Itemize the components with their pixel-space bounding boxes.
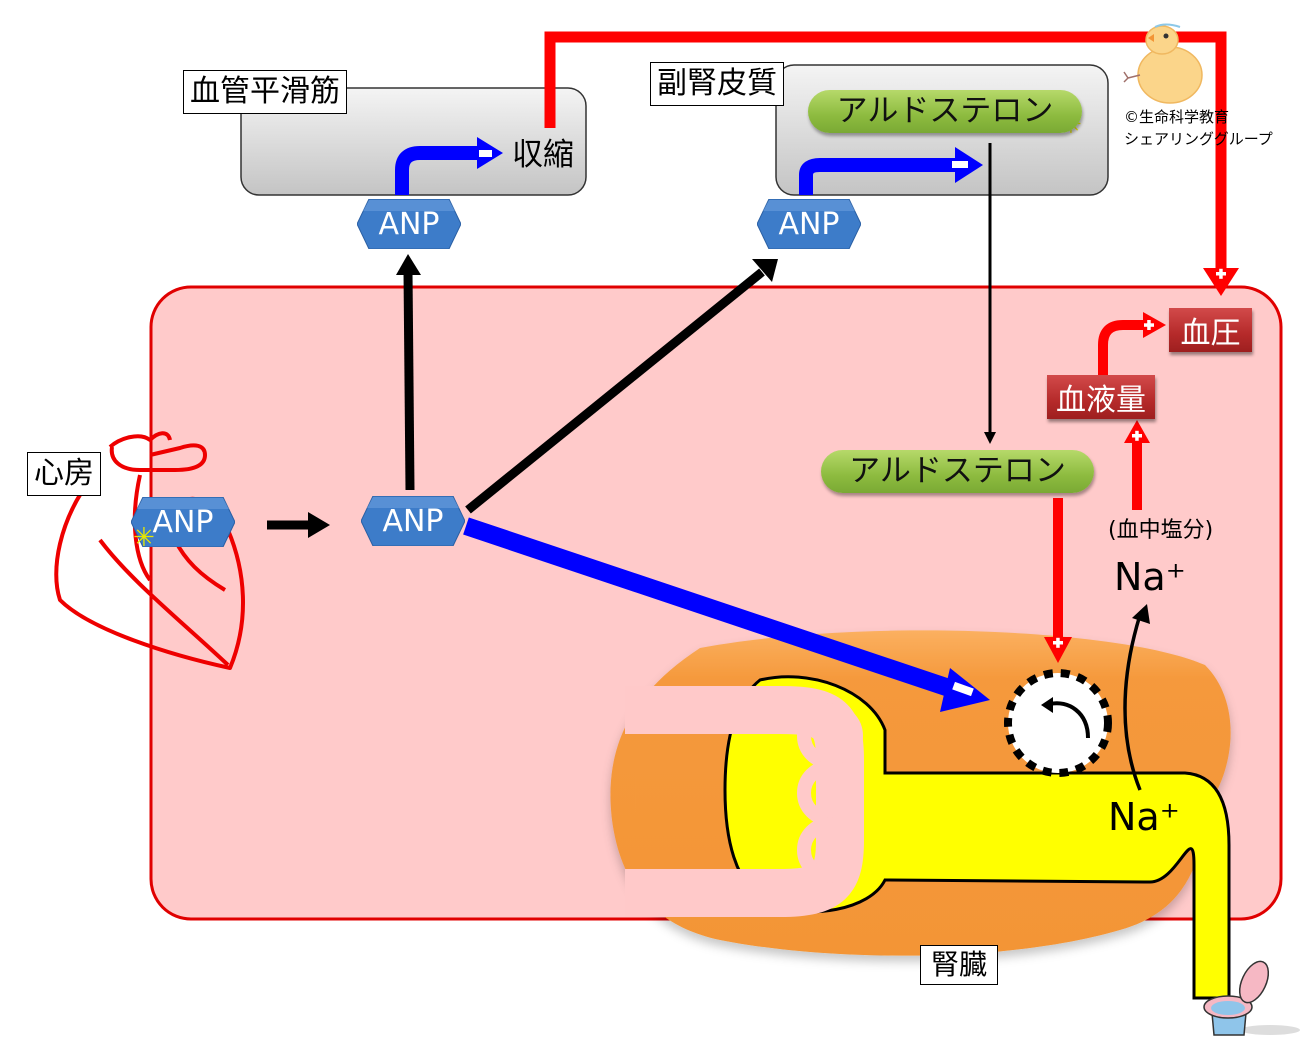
aldosterone-adrenal-node: アルドステロン	[808, 90, 1082, 133]
volume-to-pressure-arrowhead	[1143, 312, 1166, 338]
toilet-icon	[1203, 960, 1300, 1036]
sodium-channel	[1004, 669, 1112, 777]
pressure-arrowhead	[1203, 268, 1239, 296]
glomerulus-loop-3	[797, 817, 863, 883]
anp-inhibit-aldosterone-line	[799, 158, 960, 195]
kidney-label: 腎臓	[920, 945, 999, 985]
anp-inhibit-kidney-line	[463, 517, 961, 700]
anp-to-adrenal-arrow-line	[465, 268, 765, 514]
secretion-star-icon: ✳	[133, 523, 155, 553]
anp-inhibit-contraction-line	[395, 146, 478, 195]
contraction-to-pressure-line	[544, 31, 1227, 272]
aldosterone-promote-arrowhead	[1044, 637, 1072, 663]
contraction-text: 収縮	[512, 137, 574, 173]
copyright-line1: ©生命科学教育	[1124, 108, 1230, 126]
anp-vascular-node: ANP	[357, 199, 461, 249]
aldosterone-secretion-arrowhead	[984, 432, 996, 444]
anp-to-vascular-arrowhead	[396, 254, 421, 275]
anp-center-node: ANP	[361, 496, 465, 546]
sodium-blood-label: Na⁺	[1114, 555, 1186, 599]
blood-pressure-node: 血圧	[1169, 308, 1252, 352]
minus-sign-aldosterone	[952, 161, 968, 168]
rotate-arrow-head	[1041, 697, 1053, 713]
plus-sign-pressure-v	[1147, 320, 1151, 330]
anp-vascular-label: ANP	[378, 206, 440, 242]
anp-adrenal-node: ANP	[757, 199, 861, 249]
anp-inhibit-aldosterone-arrowhead	[955, 147, 983, 183]
anp-adrenal-label: ANP	[778, 206, 840, 242]
anp-to-vascular-arrow-line	[403, 271, 415, 491]
vascular-smooth-muscle-label: 血管平滑筋	[183, 70, 347, 114]
minus-sign-kidney	[952, 681, 974, 697]
blood-salt-label: (血中塩分)	[1108, 518, 1214, 543]
volume-to-pressure-line	[1098, 320, 1146, 375]
sodium-reabsorption-curve	[1123, 614, 1142, 791]
anp-center-label: ANP	[382, 503, 444, 539]
blood-volume-node: 血液量	[1047, 375, 1155, 419]
sodium-tubule-label: Na⁺	[1108, 795, 1180, 839]
aldosterone-kidney-node: アルドステロン	[821, 450, 1094, 493]
chick-mascot-icon	[1123, 23, 1203, 104]
plus-sign-volume-v	[1135, 430, 1139, 441]
anp-heart-node: ANP	[131, 497, 235, 547]
heart-to-anp-arrowhead	[308, 512, 330, 538]
copyright-line2: シェアリンググループ	[1124, 130, 1273, 148]
plus-sign-channel-v	[1056, 637, 1060, 648]
minus-sign-contraction	[479, 150, 492, 157]
atrium-label: 心房	[27, 452, 101, 496]
rotate-arrow-arc	[1049, 701, 1090, 739]
anp-to-adrenal-arrowhead	[752, 259, 778, 282]
vascular-smooth-muscle-box	[240, 87, 587, 196]
anp-heart-label: ANP	[152, 504, 214, 540]
sodium-reabsorption-head	[1132, 604, 1150, 624]
plus-sign-v	[1219, 268, 1223, 279]
adrenal-cortex-label: 副腎皮質	[650, 62, 784, 106]
